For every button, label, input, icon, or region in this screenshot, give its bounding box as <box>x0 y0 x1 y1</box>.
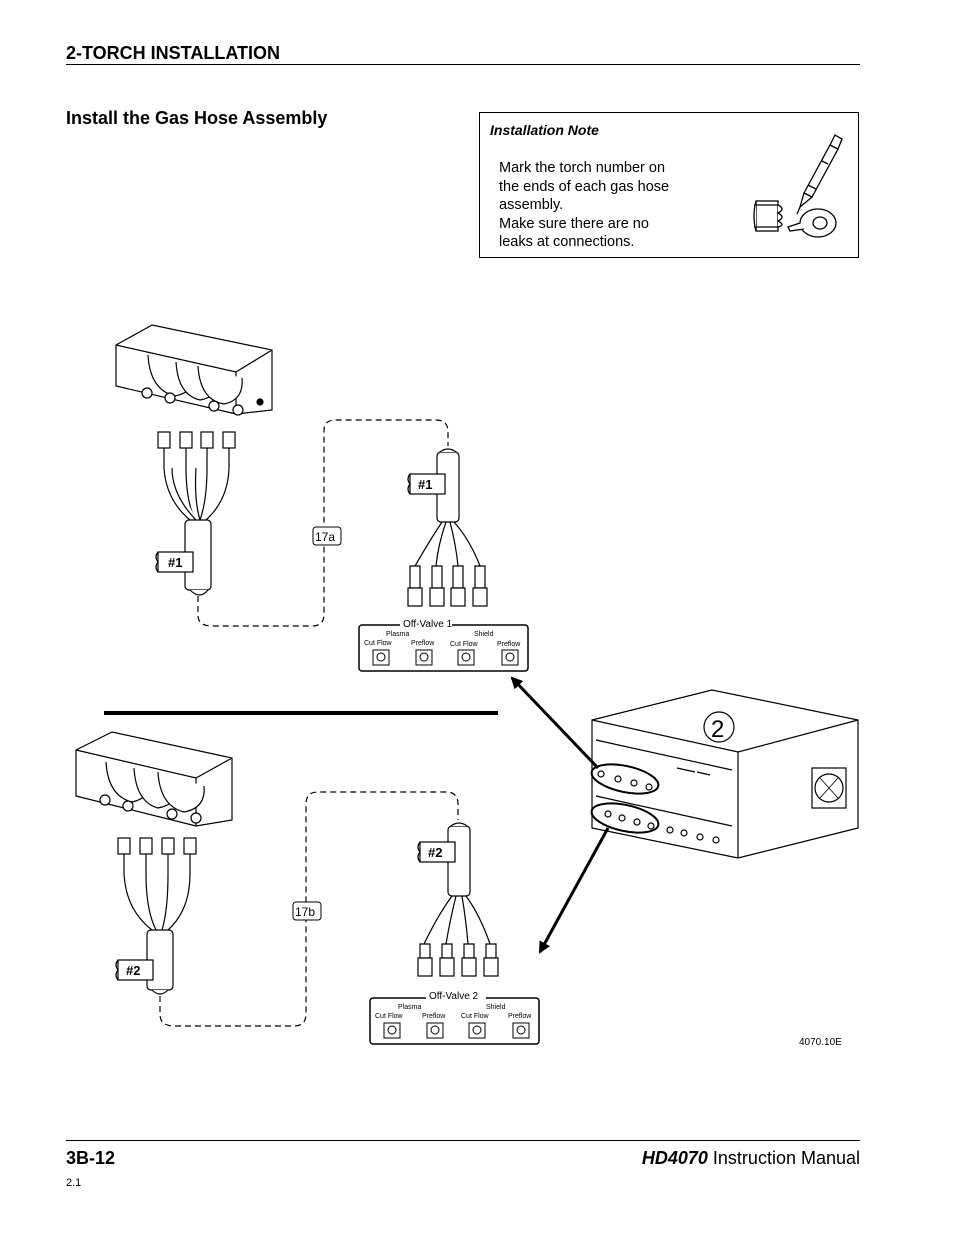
note-line: Mark the torch number on <box>499 160 666 176</box>
note-line: Make sure there are no <box>499 216 649 232</box>
gas-manifold-top <box>115 324 273 416</box>
page-subheading: Install the Gas Hose Assembly <box>66 108 328 128</box>
valve2-cutflow-label: Cut Flow <box>375 1013 404 1020</box>
note-line: the ends of each gas hose <box>499 179 670 195</box>
valve1-cutflow-label: Cut Flow <box>364 640 393 647</box>
torch-tag-1-bottom <box>155 551 194 573</box>
valve2-shield-label: Shield <box>486 1004 506 1011</box>
footer-rule <box>66 1140 860 1141</box>
torch-tag-2-top <box>417 841 456 863</box>
torch-tag-label: #1 <box>418 477 432 492</box>
figure-id: 4070.10E <box>799 1037 842 1048</box>
model-name: HD4070 <box>641 1148 708 1168</box>
installation-note-box: Installation Note Mark the torch number … <box>479 112 859 258</box>
header-rule <box>66 64 860 65</box>
callout-box-17a <box>312 526 342 546</box>
manual-title: HD4070 Instruction Manual <box>642 1148 860 1169</box>
callout-17b: 17b <box>295 905 315 919</box>
step-number: 2 <box>711 716 724 743</box>
revision-number: 2.1 <box>66 1177 82 1189</box>
page-number: 3B-12 <box>66 1148 116 1168</box>
arrow-to-valve-2 <box>538 827 610 954</box>
valve2-fittings <box>383 1022 530 1039</box>
callout-17a: 17a <box>315 530 335 544</box>
valve2-cutflow-label: Cut Flow <box>461 1013 490 1020</box>
off-valve-2-title: Off-Valve 2 <box>429 991 479 1002</box>
valve1-preflow-label: Preflow <box>497 641 521 648</box>
arrow-to-valve-1 <box>510 676 600 770</box>
valve1-shield-label: Shield <box>474 631 494 638</box>
section-header: 2-TORCH INSTALLATION <box>66 43 280 63</box>
note-line: assembly. <box>499 197 564 213</box>
valve1-fittings <box>372 649 519 666</box>
valve1-plasma-label: Plasma <box>386 631 409 638</box>
valve2-preflow-label: Preflow <box>508 1013 532 1020</box>
torch-tag-label: #2 <box>428 845 442 860</box>
torch-tag-1-top <box>407 473 446 495</box>
callout-box-17b <box>292 901 322 921</box>
torch-tag-label: #1 <box>168 555 182 570</box>
note-title: Installation Note <box>490 122 599 138</box>
hose-fittings-top-right <box>407 448 488 607</box>
torch-tag-2-bottom <box>115 959 154 981</box>
off-valve-1-title: Off-Valve 1 <box>403 619 453 630</box>
valve1-preflow-label: Preflow <box>411 640 435 647</box>
valve2-preflow-label: Preflow <box>422 1013 446 1020</box>
manual-title-text: Instruction Manual <box>707 1148 860 1168</box>
dashed-hose-path-17a <box>197 419 449 627</box>
step-number-circle <box>703 711 735 743</box>
pen-and-tape-icon <box>753 134 843 238</box>
torch-tag-label: #2 <box>126 963 140 978</box>
note-line: leaks at connections. <box>499 234 635 250</box>
valve1-cutflow-label: Cut Flow <box>450 641 479 648</box>
highlight-valve-1 <box>590 763 660 795</box>
highlight-valve-2 <box>590 802 660 834</box>
valve2-plasma-label: Plasma <box>398 1004 421 1011</box>
off-valve-2-title-bg <box>426 990 486 1002</box>
gas-manifold-bottom <box>75 731 233 827</box>
off-valve-1-title-bg <box>400 618 452 630</box>
